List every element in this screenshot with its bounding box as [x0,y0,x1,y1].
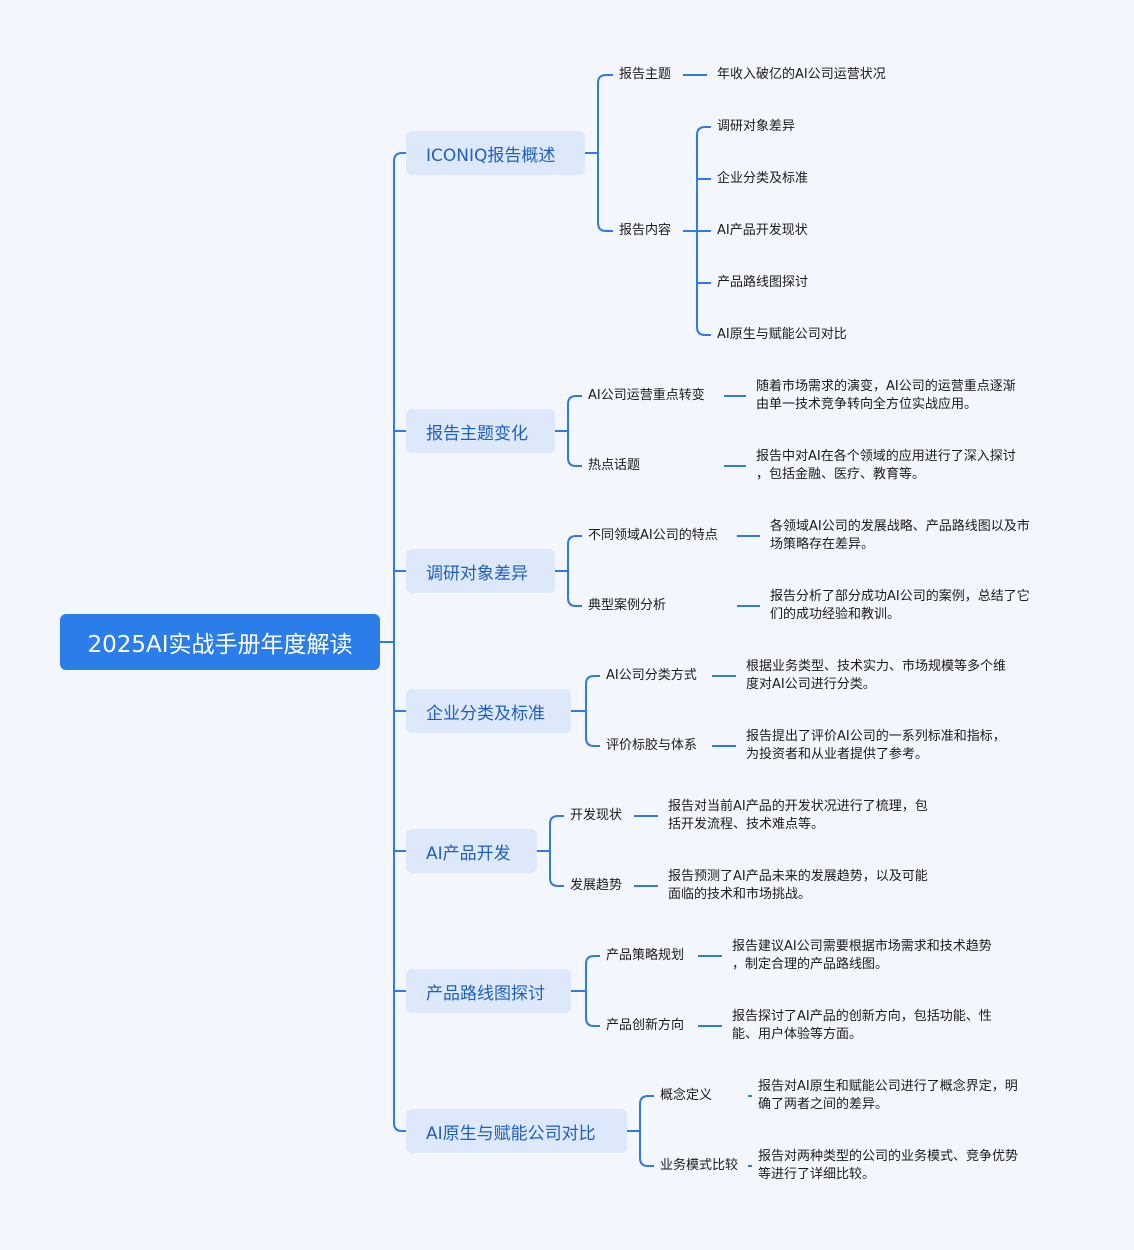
leaf-text-line: 们的成功经验和教训。 [770,607,901,622]
leaf-node: AI产品开发现状 [717,222,808,240]
leaf-text: 企业分类及标准 [717,171,809,186]
leaf-node: 报告探讨了AI产品的创新方向，包括功能、性能、用户体验等方面。 [732,1008,992,1044]
leaf-node: 报告中对AI在各个领域的应用进行了深入探讨 ，包括金融、医疗、教育等。 [756,448,1016,484]
branch-node[interactable]: 企业分类及标准 [406,689,571,733]
branch-node[interactable]: 报告主题变化 [406,409,555,453]
leaf-text-line: 年收入破亿的AI公司运营状况 [717,67,886,82]
leaf-text-line: 确了两者之间的差异。 [758,1097,889,1112]
leaf-node: 根据业务类型、技术实力、市场规模等多个维度对AI公司进行分类。 [746,658,1006,694]
branch-node[interactable]: AI原生与赋能公司对比 [406,1109,627,1153]
leaf-text-line: 报告对两种类型的公司的业务模式、竞争优势 [758,1149,1019,1164]
leaf-text-line: 度对AI公司进行分类。 [746,677,876,692]
leaf-text-line: 报告探讨了AI产品的创新方向，包括功能、性 [732,1009,992,1024]
leaf-node: 各领域AI公司的发展战略、产品路线图以及市场策略存在差异。 [770,518,1030,554]
branch-node[interactable]: ICONIQ报告概述 [406,131,585,175]
topic-node[interactable]: 报告内容 [619,223,672,238]
leaf-text-line: 报告提出了评价AI公司的一系列标准和指标， [746,729,1006,744]
leaf-text-line: 根据业务类型、技术实力、市场规模等多个维 [746,659,1007,674]
leaf-text-line: 等进行了详细比较。 [758,1167,876,1182]
bracket-line [393,152,403,1132]
bracket-line [549,815,559,887]
leaf-text-line: 为投资者和从业者提供了参考。 [746,747,929,762]
leaf-text-line: 由单一技术竞争转向全方位实战应用。 [756,397,978,412]
leaf-text-line: 括开发流程、技术难点等。 [668,817,825,832]
leaf-text-line: 面临的技术和市场挑战。 [668,887,812,902]
leaf-node: 企业分类及标准 [717,170,808,188]
bracket-line [567,395,577,467]
leaf-node: AI原生与赋能公司对比 [717,326,847,344]
leaf-node: 调研对象差异 [717,118,795,136]
topic-node[interactable]: AI公司运营重点转变 [588,388,705,403]
leaf-text: AI产品开发现状 [717,223,808,238]
leaf-text-line: 各领域AI公司的发展战略、产品路线图以及市 [770,519,1030,534]
leaf-text: AI原生与赋能公司对比 [717,327,847,342]
bracket-line [597,74,607,232]
leaf-node: 报告提出了评价AI公司的一系列标准和指标， 为投资者和从业者提供了参考。 [746,728,1006,764]
topic-node[interactable]: 报告主题 [619,67,672,82]
topic-node[interactable]: 概念定义 [660,1088,713,1103]
bracket-line [567,535,577,607]
leaf-node: 报告对两种类型的公司的业务模式、竞争优势等进行了详细比较。 [758,1148,1018,1184]
branch-node[interactable]: 调研对象差异 [406,549,555,593]
topic-node[interactable]: 热点话题 [588,458,641,473]
leaf-node: 产品路线图探讨 [717,274,808,292]
topic-node[interactable]: 典型案例分析 [588,598,667,613]
leaf-text-line: 报告分析了部分成功AI公司的案例，总结了它 [770,589,1030,604]
leaf-text-line: 报告对AI原生和赋能公司进行了概念界定，明 [758,1079,1018,1094]
leaf-node: 报告建议AI公司需要根据市场需求和技术趋势 ，制定合理的产品路线图。 [732,938,992,974]
leaf-text-line: 报告中对AI在各个领域的应用进行了深入探讨 [756,449,1016,464]
leaf-text-line: 报告建议AI公司需要根据市场需求和技术趋势 [732,939,992,954]
topic-node[interactable]: 不同领域AI公司的特点 [588,528,718,543]
leaf-node: 报告对AI原生和赋能公司进行了概念界定，明确了两者之间的差异。 [758,1078,1018,1114]
topic-node[interactable]: AI公司分类方式 [606,668,697,683]
leaf-text-line: ，制定合理的产品路线图。 [732,957,889,972]
leaf-text: 产品路线图探讨 [717,275,809,290]
root-node[interactable]: 2025AI实战手册年度解读 [60,614,380,670]
topic-node[interactable]: 产品策略规划 [606,948,685,963]
topic-node[interactable]: 业务模式比较 [660,1158,739,1173]
topic-node[interactable]: 产品创新方向 [606,1018,685,1033]
leaf-node: 报告分析了部分成功AI公司的案例，总结了它们的成功经验和教训。 [770,588,1030,624]
leaf-text-line: 报告预测了AI产品未来的发展趋势，以及可能 [668,869,928,884]
leaf-node: 报告对当前AI产品的开发状况进行了梳理，包括开发流程、技术难点等。 [668,798,928,834]
topic-node[interactable]: 评价标胶与体系 [606,738,698,753]
bracket-line [585,955,595,1027]
leaf-node: 年收入破亿的AI公司运营状况 [717,66,886,84]
topic-node[interactable]: 开发现状 [570,808,623,823]
leaf-text-line: 场策略存在差异。 [770,537,875,552]
leaf-node: 报告预测了AI产品未来的发展趋势，以及可能面临的技术和市场挑战。 [668,868,928,904]
leaf-node: 随着市场需求的演变，AI公司的运营重点逐渐由单一技术竞争转向全方位实战应用。 [756,378,1016,414]
branch-node[interactable]: 产品路线图探讨 [406,969,571,1013]
bracket-line [585,675,595,747]
leaf-text: 调研对象差异 [717,119,796,134]
bracket-line [639,1095,649,1167]
leaf-text-line: 报告对当前AI产品的开发状况进行了梳理，包 [668,799,928,814]
branch-node[interactable]: AI产品开发 [406,829,537,873]
topic-node[interactable]: 发展趋势 [570,878,623,893]
leaf-text-line: 随着市场需求的演变，AI公司的运营重点逐渐 [756,379,1016,394]
leaf-text-line: ，包括金融、医疗、教育等。 [756,467,926,482]
leaf-text-line: 能、用户体验等方面。 [732,1027,863,1042]
